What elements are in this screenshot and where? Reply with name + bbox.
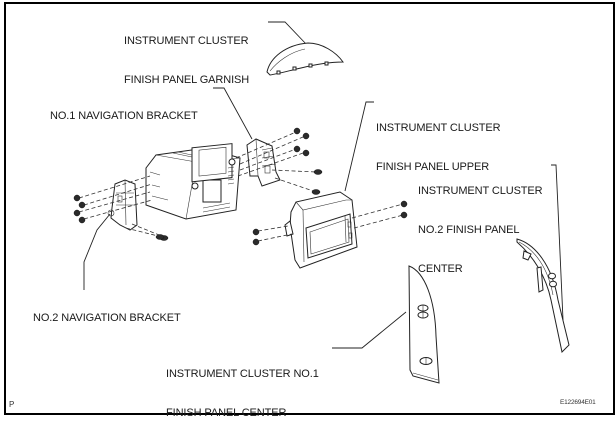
label-panel-center-1: INSTRUMENT CLUSTER NO.1 FINISH PANEL CEN… <box>166 368 319 419</box>
label-nav-bracket-2: NO.2 NAVIGATION BRACKET <box>33 312 181 324</box>
nav-bracket-2 <box>107 179 138 231</box>
leader-nav-bracket-2 <box>83 213 111 290</box>
leader-panel-center-1 <box>332 311 407 349</box>
navigation-unit <box>145 143 241 220</box>
screw <box>78 216 86 224</box>
panel-center-2-part <box>516 238 570 354</box>
screw <box>302 132 310 140</box>
screw <box>293 127 301 135</box>
leader-panel-center-2 <box>551 164 564 321</box>
screw <box>400 200 408 208</box>
panel-center-1-part <box>408 265 440 384</box>
illustration-code: E122694E01 <box>560 399 596 406</box>
screw <box>252 238 260 246</box>
screws <box>73 127 408 246</box>
leader-garnish <box>268 21 308 46</box>
label-nav-bracket-1: NO.1 NAVIGATION BRACKET <box>50 110 198 122</box>
parts-diagram: INSTRUMENT CLUSTER FINISH PANEL GARNISH … <box>4 2 615 419</box>
screw <box>302 149 310 157</box>
screw <box>293 145 301 153</box>
leader-panel-upper <box>344 101 374 192</box>
screw <box>78 201 86 209</box>
screw <box>73 194 81 202</box>
diagram-illustration <box>73 21 570 384</box>
label-panel-center-2: INSTRUMENT CLUSTER NO.2 FINISH PANEL CEN… <box>418 185 543 275</box>
label-garnish: INSTRUMENT CLUSTER FINISH PANEL GARNISH <box>124 35 250 86</box>
screw <box>400 211 408 219</box>
diagram-frame <box>4 2 615 415</box>
leader-lines <box>83 21 564 349</box>
leader-nav-bracket-1 <box>213 87 253 140</box>
screw <box>73 209 81 217</box>
panel-upper-part <box>284 191 358 269</box>
corner-tag: P <box>9 400 15 409</box>
screw <box>313 169 323 175</box>
garnish-part <box>266 42 344 76</box>
label-panel-upper: INSTRUMENT CLUSTER FINISH PANEL UPPER <box>376 122 501 173</box>
screw <box>155 234 165 240</box>
screw <box>252 228 260 236</box>
screw <box>311 189 321 195</box>
assembly-lines <box>78 131 404 242</box>
